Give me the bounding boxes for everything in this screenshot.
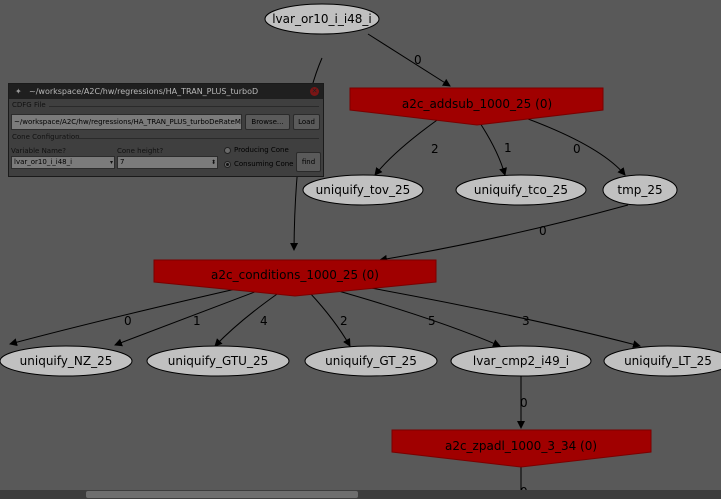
node-uniquify-gtu[interactable]: uniquify_GTU_25: [146, 345, 290, 377]
edge-cond-to-lt: [359, 285, 641, 349]
node-uniquify-gt[interactable]: uniquify_GT_25: [304, 345, 438, 377]
edge-label-cond-lt: 3: [522, 314, 530, 328]
edge-label-tmp-conditions: 0: [539, 224, 547, 238]
edge-addsub-to-tco: [477, 119, 507, 176]
edge-label-addsub-tco: 1: [504, 141, 512, 155]
variable-name-select[interactable]: lvar_or10_i_i48_i ▾: [11, 156, 115, 169]
cone-height-label: Cone height?: [117, 147, 164, 155]
cone-group-label: Cone Configuration: [12, 133, 80, 141]
node-lvar-or10[interactable]: lvar_or10_i_i48_i: [264, 3, 380, 35]
chevron-down-icon[interactable]: ▾: [109, 159, 113, 166]
edge-label-cond-nz: 0: [124, 314, 132, 328]
divider: [49, 106, 319, 107]
find-button[interactable]: find: [296, 152, 321, 172]
edge-label-cond-gt: 4: [260, 314, 268, 328]
cdfg-group-label: CDFG File: [12, 101, 46, 109]
divider: [77, 138, 319, 139]
node-label: uniquify_tov_25: [316, 183, 411, 197]
radio-indicator: [224, 160, 231, 168]
node-uniquify-lt[interactable]: uniquify_LT_25: [603, 345, 721, 377]
horizontal-scrollbar[interactable]: [0, 490, 721, 499]
node-label: uniquify_tco_25: [474, 183, 568, 197]
close-icon[interactable]: ✕: [310, 87, 319, 96]
cdfg-path-input[interactable]: ~/workspace/A2C/hw/regressions/HA_TRAN_P…: [11, 114, 242, 130]
consuming-cone-radio[interactable]: Consuming Cone: [224, 160, 293, 168]
edge-label-cond-gt2: 2: [340, 314, 348, 328]
edge-label-addsub-tmp: 0: [573, 142, 581, 156]
cone-height-value: 7: [120, 158, 125, 166]
node-uniquify-tov[interactable]: uniquify_tov_25: [302, 174, 424, 206]
node-label: a2c_conditions_1000_25 (0): [211, 268, 379, 282]
node-label: lvar_cmp2_i49_i: [473, 354, 569, 368]
edge-cond-to-gt: [309, 292, 351, 347]
window-menu-icon[interactable]: ✦: [15, 87, 22, 96]
load-button[interactable]: Load: [293, 114, 320, 130]
node-label: tmp_25: [617, 183, 662, 197]
edge-cond-to-gtu: [114, 289, 261, 347]
producing-cone-radio[interactable]: Producing Cone: [224, 146, 289, 154]
node-label: uniquify_GTU_25: [168, 354, 268, 368]
edge-label-cmp2-zpadl: 0: [520, 396, 528, 410]
edge-cond-to-gtu2: [214, 291, 281, 347]
edge-label-lvar-addsub: 0: [414, 53, 422, 67]
node-uniquify-tco[interactable]: uniquify_tco_25: [455, 174, 587, 206]
node-label: a2c_zpadl_1000_3_34 (0): [445, 439, 597, 453]
node-tmp[interactable]: tmp_25: [602, 174, 678, 206]
edge-label-addsub-tov: 2: [431, 142, 439, 156]
variable-name-label: Variable Name?: [11, 147, 66, 155]
cone-height-spinner[interactable]: 7 ⬍: [117, 156, 218, 169]
producing-cone-label: Producing Cone: [234, 146, 289, 154]
node-label: uniquify_LT_25: [624, 354, 712, 368]
edge-cond-to-nz: [9, 287, 241, 347]
edge-addsub-to-tmp: [519, 115, 626, 176]
node-a2c-addsub[interactable]: a2c_addsub_1000_25 (0): [349, 87, 604, 126]
dialog-title: ~/workspace/A2C/hw/regressions/HA_TRAN_P…: [29, 87, 259, 96]
dialog-titlebar[interactable]: ✦ ~/workspace/A2C/hw/regressions/HA_TRAN…: [9, 84, 323, 99]
node-a2c-zpadl[interactable]: a2c_zpadl_1000_3_34 (0): [391, 429, 652, 468]
radio-indicator: [224, 146, 231, 154]
edge-addsub-to-tov: [374, 117, 441, 176]
node-label: uniquify_NZ_25: [20, 354, 113, 368]
spinner-icon[interactable]: ⬍: [210, 159, 216, 166]
node-label: lvar_or10_i_i48_i: [272, 12, 372, 26]
node-label: uniquify_GT_25: [325, 354, 417, 368]
edge-cond-to-cmp2: [334, 289, 501, 347]
cone-config-dialog: ✦ ~/workspace/A2C/hw/regressions/HA_TRAN…: [8, 83, 324, 177]
node-a2c-conditions[interactable]: a2c_conditions_1000_25 (0): [153, 259, 437, 297]
node-uniquify-nz[interactable]: uniquify_NZ_25: [0, 345, 133, 377]
node-lvar-cmp2[interactable]: lvar_cmp2_i49_i: [450, 345, 592, 377]
scrollbar-thumb[interactable]: [86, 491, 358, 498]
browse-button[interactable]: Browse...: [245, 114, 290, 130]
node-label: a2c_addsub_1000_25 (0): [402, 97, 552, 111]
variable-name-value: lvar_or10_i_i48_i: [14, 158, 73, 166]
consuming-cone-label: Consuming Cone: [234, 160, 294, 168]
edge-tmp-to-conditions: [379, 204, 629, 263]
edge-lvar-to-addsub: [367, 33, 451, 87]
edge-label-cond-gtu: 1: [193, 314, 201, 328]
edge-label-cond-cmp2: 5: [428, 314, 436, 328]
